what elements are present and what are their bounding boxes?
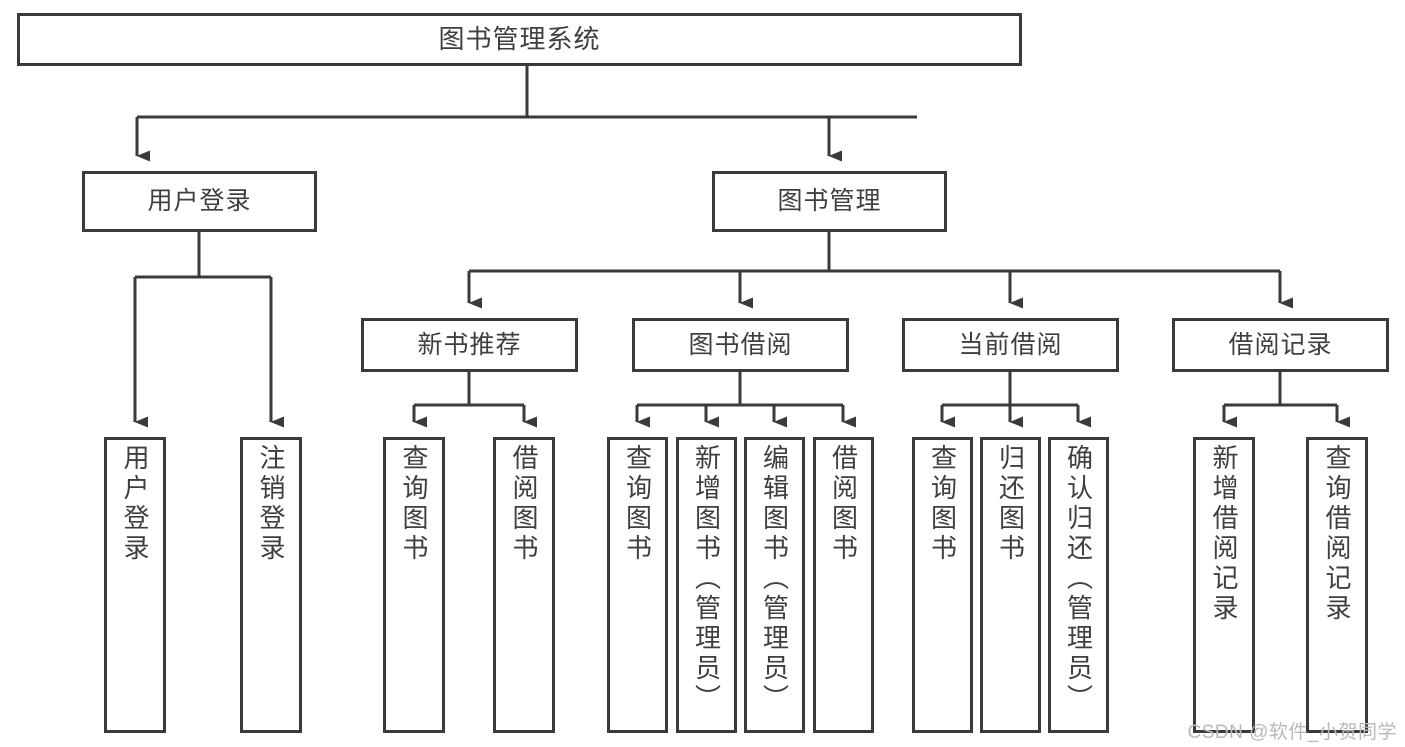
leaf-recommend-borrow-book[interactable]: 借阅图书 [493,437,555,733]
leaf-recommend-query-book[interactable]: 查询图书 [383,437,445,733]
node-book-borrow[interactable]: 图书借阅 [632,318,849,372]
leaf-borrow-add-book-admin[interactable]: 新增图书（管理员） [676,437,737,733]
node-label: 查询图书 [399,444,429,564]
node-label: 查询图书 [622,444,653,564]
node-label: 用户登录 [120,444,150,564]
node-book-management[interactable]: 图书管理 [712,171,947,232]
node-label: 查询借阅记录 [1322,444,1352,624]
node-label: 新增图书（管理员） [691,444,722,714]
leaf-current-query-book[interactable]: 查询图书 [912,437,973,733]
leaf-borrow-query-book[interactable]: 查询图书 [607,437,668,733]
node-label: 图书管理 [777,187,882,216]
leaf-current-return-book[interactable]: 归还图书 [980,437,1041,733]
node-label: 新增借阅记录 [1209,444,1239,624]
leaf-user-login-login[interactable]: 用户登录 [104,437,166,733]
node-label: 借阅图书 [509,444,539,564]
leaf-current-confirm-return-admin[interactable]: 确认归还（管理员） [1048,437,1109,733]
leaf-record-add-record[interactable]: 新增借阅记录 [1193,437,1255,733]
node-label: 用户登录 [147,187,252,216]
node-borrow-record[interactable]: 借阅记录 [1172,318,1389,372]
leaf-borrow-borrow-book[interactable]: 借阅图书 [813,437,874,733]
node-label: 确认归还（管理员） [1063,444,1094,714]
leaf-record-query-record[interactable]: 查询借阅记录 [1306,437,1368,733]
node-label: 归还图书 [995,444,1026,564]
node-user-login[interactable]: 用户登录 [82,171,317,232]
node-label: 借阅图书 [828,444,859,564]
node-root-system[interactable]: 图书管理系统 [17,13,1022,66]
leaf-user-login-logout[interactable]: 注销登录 [240,437,302,733]
node-label: 注销登录 [256,444,286,564]
node-label: 图书管理系统 [438,23,601,54]
node-label: 编辑图书（管理员） [759,444,790,714]
node-label: 查询图书 [927,444,958,564]
node-label: 借阅记录 [1228,330,1333,359]
node-label: 当前借阅 [958,330,1063,359]
node-current-borrow[interactable]: 当前借阅 [902,318,1119,372]
leaf-borrow-edit-book-admin[interactable]: 编辑图书（管理员） [744,437,805,733]
node-label: 新书推荐 [417,330,522,359]
node-new-book-recommend[interactable]: 新书推荐 [361,318,578,372]
node-label: 图书借阅 [688,330,793,359]
